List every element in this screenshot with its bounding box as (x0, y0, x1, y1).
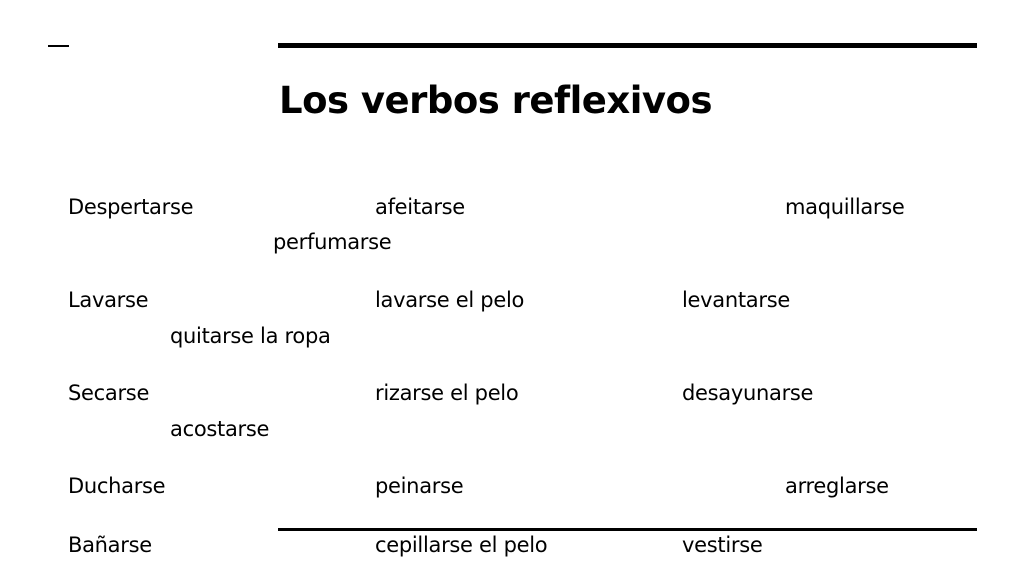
verb-item: vestirse (682, 533, 763, 557)
verb-item: perfumarse (273, 230, 392, 254)
title-top-rule (278, 43, 977, 48)
verb-item: afeitarse (375, 195, 465, 219)
verb-item: quitarse la ropa (170, 324, 331, 348)
verb-item: cepillarse el pelo (375, 533, 548, 557)
verb-item: peinarse (375, 474, 464, 498)
verb-item: maquillarse (785, 195, 905, 219)
verb-item: arreglarse (785, 474, 889, 498)
verb-item: Secarse (68, 381, 150, 405)
verb-item: rizarse el pelo (375, 381, 519, 405)
accent-dash (48, 45, 69, 47)
verb-item: acostarse (170, 417, 270, 441)
verb-item: Bañarse (68, 533, 152, 557)
verb-item: lavarse el pelo (375, 288, 525, 312)
verb-item: desayunarse (682, 381, 814, 405)
slide-title: Los verbos reflexivos (279, 79, 713, 122)
verb-item: Lavarse (68, 288, 149, 312)
verb-item: Ducharse (68, 474, 166, 498)
bottom-rule (278, 528, 977, 531)
verb-item: Despertarse (68, 195, 194, 219)
verb-item: levantarse (682, 288, 790, 312)
